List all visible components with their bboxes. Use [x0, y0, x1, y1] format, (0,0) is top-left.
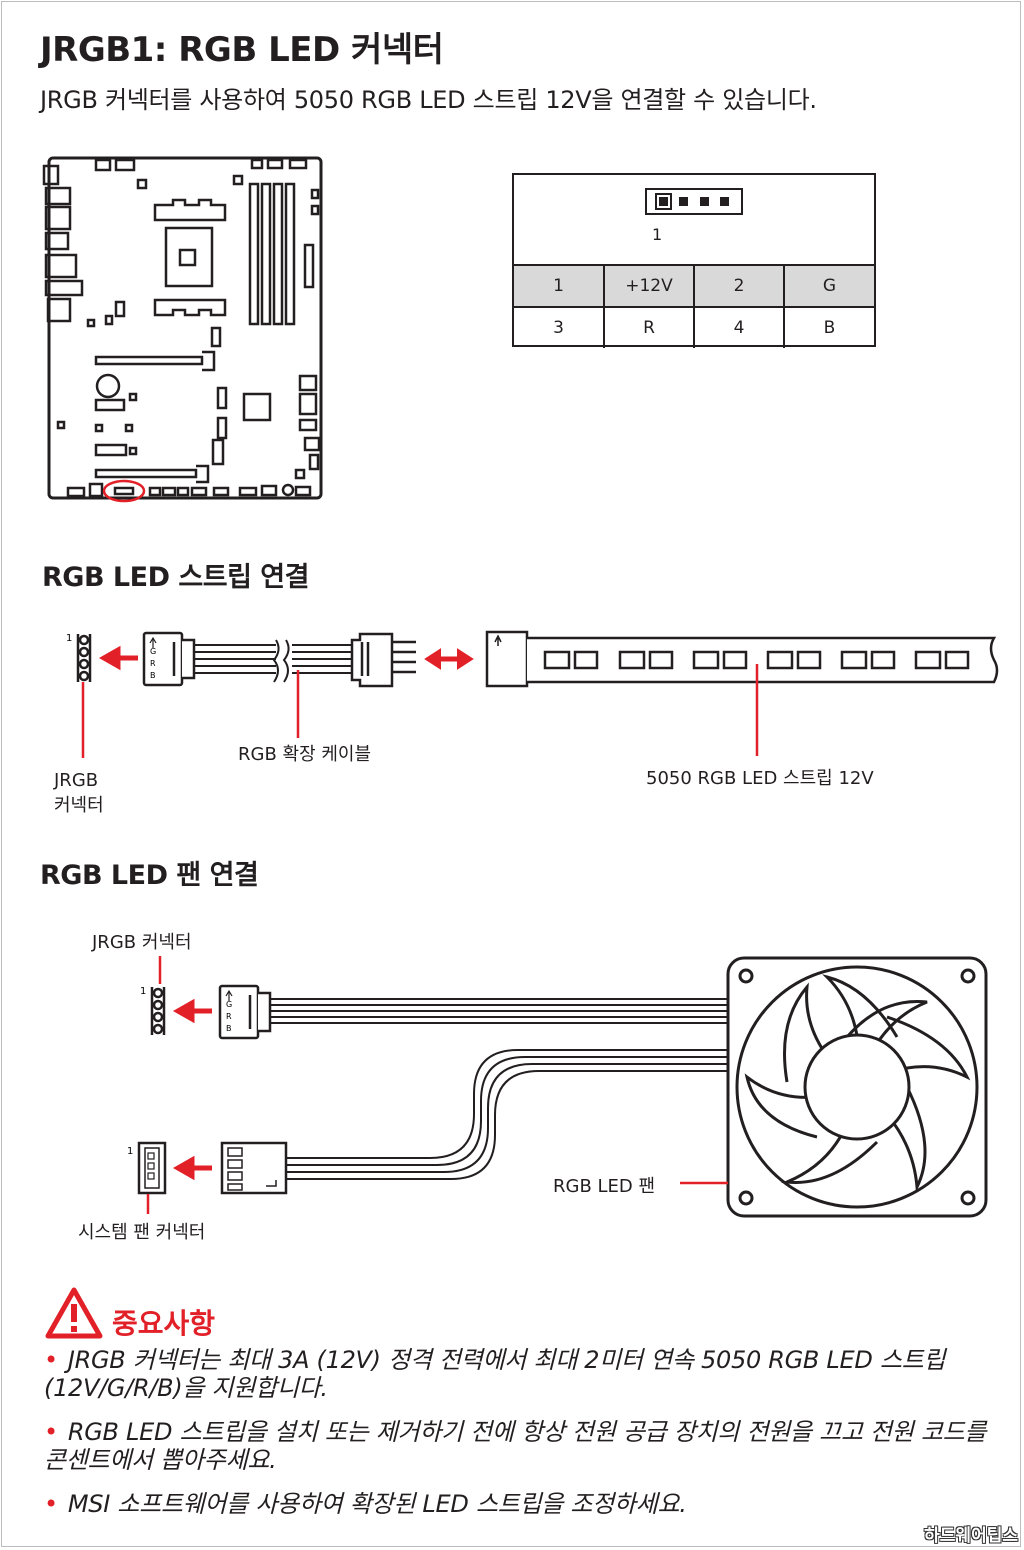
motherboard-diagram	[42, 156, 323, 503]
pin-table: 1 +12V 2 G 3 R 4 B	[514, 264, 874, 348]
table-cell: 4	[693, 306, 785, 348]
pin-3-icon	[699, 197, 709, 206]
table-cell: 2	[693, 264, 785, 308]
pin-2-icon	[679, 197, 689, 206]
jrgb-highlight-circle	[102, 479, 146, 503]
pin-definition-table: 1 1 +12V 2 G 3 R 4 B	[512, 173, 876, 348]
table-cell: B	[783, 306, 874, 348]
page-title: JRGB1: RGB LED 커넥터	[40, 30, 444, 70]
fan-label: RGB LED 팬	[553, 1176, 656, 1197]
strip-label: 5050 RGB LED 스트립 12V	[646, 768, 874, 789]
table-cell: R	[603, 306, 695, 348]
warning-icon	[45, 1287, 103, 1339]
notice-title: 중요사항	[112, 1307, 216, 1340]
page-subtitle: JRGB 커넥터를 사용하여 5050 RGB LED 스트립 12V을 연결할…	[40, 86, 817, 114]
pin-1-icon	[654, 193, 672, 210]
strip-jrgb-label: JRGB 커넥터	[54, 770, 104, 816]
fan-jrgb-label: JRGB 커넥터	[92, 932, 192, 953]
connector-pin-icon	[645, 188, 743, 215]
table-cell: 1	[514, 264, 605, 308]
bullet-icon: •	[44, 1346, 58, 1374]
notice-list: •JRGB 커넥터는 최대 3A (12V) 정격 전력에서 최대 2미터 연속…	[44, 1346, 994, 1534]
fan-section-heading: RGB LED 팬 연결	[40, 860, 259, 891]
bullet-icon: •	[44, 1490, 58, 1518]
table-cell: G	[783, 264, 874, 308]
list-item: •JRGB 커넥터는 최대 3A (12V) 정격 전력에서 최대 2미터 연속…	[44, 1346, 946, 1402]
table-cell: 3	[514, 306, 605, 348]
table-row: 3 R 4 B	[514, 306, 874, 348]
watermark: 하드웨어팁스	[924, 1526, 1018, 1546]
list-item: •MSI 소프트웨어를 사용하여 확장된 LED 스트립을 조정하세요.	[44, 1490, 687, 1518]
pin-one-label: 1	[652, 225, 663, 244]
table-row: 1 +12V 2 G	[514, 264, 874, 308]
sys-fan-label: 시스템 팬 커넥터	[78, 1222, 206, 1243]
cable-label: RGB 확장 케이블	[238, 744, 372, 765]
strip-section-heading: RGB LED 스트립 연결	[42, 562, 310, 593]
table-cell: +12V	[603, 264, 695, 308]
pin-4-icon	[720, 197, 730, 206]
bullet-icon: •	[44, 1418, 58, 1446]
list-item: •RGB LED 스트립을 설치 또는 제거하기 전에 항상 전원 공급 장치의…	[44, 1418, 987, 1474]
